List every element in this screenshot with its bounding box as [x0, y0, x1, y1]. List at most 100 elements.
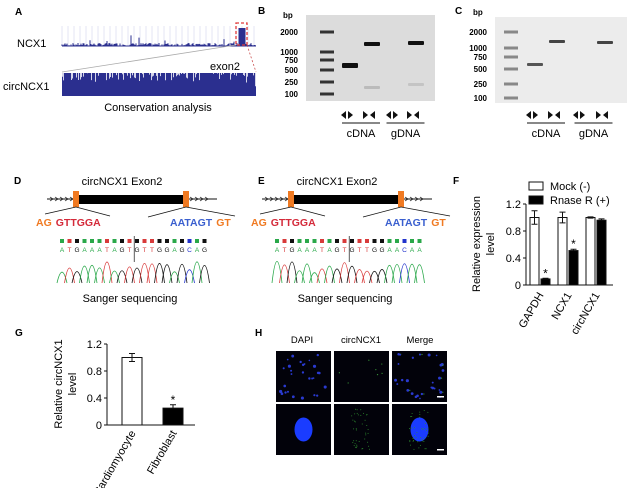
- circncx1-signal: [368, 359, 370, 361]
- ladder-label-2000: 2000: [280, 28, 298, 37]
- chart-f-y-label-2: level: [485, 233, 497, 256]
- chart-f-bar-NCX1: [568, 250, 579, 286]
- splice-site-right: [183, 191, 189, 207]
- base-call-marker: [157, 239, 162, 243]
- base-call-marker: [187, 239, 192, 243]
- chart-g-bar-Fibroblast-error-bar: [170, 404, 176, 409]
- base-call-marker: [90, 239, 94, 243]
- nucleus-dot: [439, 390, 443, 394]
- base-letter: T: [105, 247, 109, 254]
- conservation-block: [62, 73, 256, 96]
- circncx1-signal: [442, 364, 444, 366]
- caption-sanger-e: Sanger sequencing: [298, 293, 393, 305]
- circncx1-signal: [338, 372, 340, 374]
- chromatogram-peak: [346, 265, 358, 284]
- base-letter: G: [372, 247, 377, 254]
- circncx1-signal: [423, 393, 425, 395]
- nucleus-dot: [430, 386, 433, 389]
- chart-g-y-label-2: level: [67, 373, 79, 396]
- chromatogram-peak: [384, 264, 395, 284]
- circncx1-signal: [415, 437, 417, 439]
- sample-band: [364, 42, 380, 46]
- left-seq-b-d: GTTGGA: [56, 217, 101, 229]
- circncx1-signal: [423, 409, 425, 411]
- circncx1-signal: [375, 369, 377, 371]
- base-call-marker: [320, 239, 324, 243]
- base-call-marker: [75, 239, 79, 243]
- chromatogram-peak: [71, 271, 83, 284]
- circncx1-signal: [427, 428, 429, 430]
- base-letter: A: [395, 247, 400, 254]
- chromatogram-peak: [79, 265, 90, 284]
- nucleus-dot: [438, 376, 441, 380]
- base-call-marker: [127, 239, 132, 243]
- convergent-primer-icon: [548, 111, 560, 119]
- base-call-marker: [387, 239, 392, 243]
- chart-g-bar-Fibroblast: [162, 407, 184, 426]
- legend-swatch: [528, 195, 544, 205]
- nucleus-dot: [414, 395, 418, 399]
- intron-arrow-icon: [264, 196, 269, 202]
- circncx1-signal: [413, 427, 415, 429]
- chart-g-category-Cardiomyocyte: Cardiomyocyte: [92, 429, 139, 488]
- base-call-marker: [327, 239, 332, 243]
- callout-line: [185, 206, 236, 217]
- chart-f-y-tick-label: 1.2: [506, 199, 521, 211]
- base-letter: G: [74, 247, 79, 254]
- ladder-label-1000: 1000: [280, 48, 298, 57]
- nucleus-dot: [399, 353, 402, 356]
- circncx1-signal: [421, 440, 423, 442]
- base-call-marker: [282, 239, 287, 243]
- chart-f-bar-circNCX1: [585, 217, 596, 286]
- panel-label-g: G: [15, 328, 23, 339]
- chart-f-bar-NCX1-error-bar: [559, 211, 566, 224]
- ladder-band: [320, 80, 334, 84]
- circncx1-signal: [365, 434, 367, 436]
- chromatogram-peak: [331, 268, 343, 284]
- nucleus: [410, 417, 429, 442]
- circncx1-signal: [355, 408, 357, 410]
- chromatogram-peak: [324, 265, 335, 284]
- base-call-marker: [112, 239, 117, 243]
- base-call-marker: [150, 239, 154, 243]
- gel-c: [495, 17, 627, 103]
- base-letter: A: [82, 247, 87, 254]
- panel-label-d: D: [14, 176, 21, 187]
- nucleus-dot: [300, 396, 304, 400]
- exon2-bar: [293, 195, 399, 204]
- nucleus-dot: [316, 394, 319, 397]
- callout-line: [400, 206, 451, 217]
- circncx1-conservation-track: [62, 73, 256, 96]
- nucleus-dot: [279, 389, 283, 394]
- divergent-primer-icon: [386, 111, 398, 119]
- circncx1-signal: [367, 441, 369, 443]
- chart-g-y-tick-label: 0.8: [87, 366, 102, 378]
- chromatogram-peak: [316, 268, 328, 284]
- circncx1-signal: [368, 445, 370, 447]
- base-letter: A: [417, 247, 422, 254]
- nucleus-dot: [397, 363, 400, 365]
- panel-label-h: H: [255, 328, 262, 339]
- convergent-primer-icon: [596, 111, 608, 119]
- divergent-primer-icon: [526, 111, 538, 119]
- ladder-label-750: 750: [474, 53, 488, 62]
- nucleus-dot: [406, 389, 410, 392]
- sample-band: [408, 41, 424, 45]
- group-label-gDNA: gDNA: [391, 128, 421, 140]
- circncx1-signal: [365, 432, 367, 434]
- column-label-merge: Merge: [407, 335, 434, 346]
- circncx1-signal: [362, 447, 364, 449]
- legend-label: Rnase R (+): [550, 195, 610, 207]
- splice-site-right: [398, 191, 404, 207]
- circncx1-signal: [381, 363, 383, 365]
- chart-f-bar-GAPDH-error-bar: [531, 210, 538, 225]
- group-label-cDNA: cDNA: [347, 128, 376, 140]
- intron-arrow-icon: [279, 196, 284, 202]
- circncx1-signal: [361, 423, 363, 425]
- chromatogram-peak: [184, 269, 195, 284]
- chart-f-bar-GAPDH-error-bar: [542, 277, 549, 279]
- ladder-label-250: 250: [474, 80, 488, 89]
- callout-line: [362, 206, 402, 218]
